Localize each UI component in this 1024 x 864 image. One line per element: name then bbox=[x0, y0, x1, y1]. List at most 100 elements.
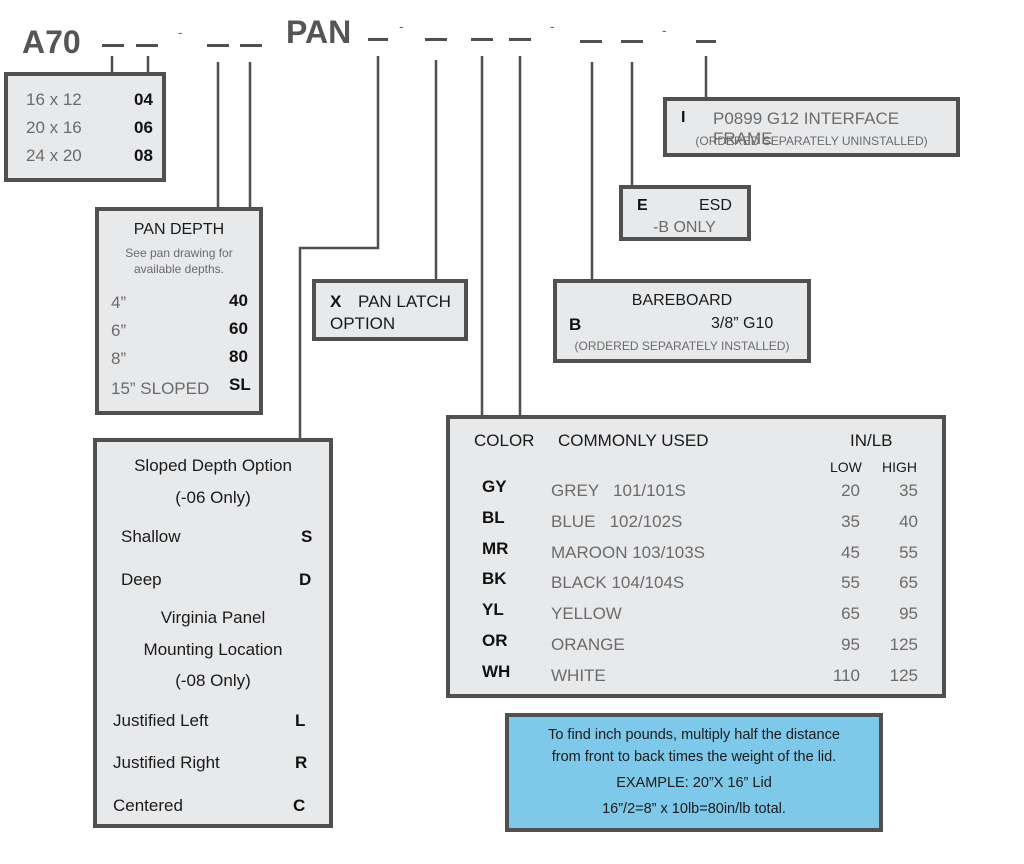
esd-code: E bbox=[637, 197, 648, 214]
part-pan: PAN bbox=[286, 14, 352, 50]
pan-depth-note: See pan drawing for available depths. bbox=[125, 246, 233, 276]
sloped-title: Sloped Depth Option bbox=[134, 456, 292, 475]
separator: - bbox=[662, 22, 667, 38]
low-value: 55 bbox=[841, 573, 860, 593]
dash bbox=[621, 40, 643, 43]
bareboard-title: BAREBOARD bbox=[631, 292, 733, 309]
size-label: 24 x 20 bbox=[26, 146, 82, 165]
dash bbox=[368, 38, 388, 41]
latch-box: X PAN LATCH OPTION bbox=[312, 279, 468, 341]
size-code: 08 bbox=[134, 146, 153, 165]
color-code: BK bbox=[482, 569, 507, 589]
dash bbox=[696, 40, 716, 43]
note-line: To find inch pounds, multiply half the d… bbox=[548, 727, 840, 743]
low-value: 95 bbox=[841, 635, 860, 654]
interface-label: P0899 G12 INTERFACE FRAME bbox=[713, 109, 900, 148]
mount-label: Centered bbox=[113, 796, 183, 815]
inlb-header: IN/LB bbox=[850, 431, 893, 450]
interface-note: (ORDERED SEPARATELY UNINSTALLED) bbox=[695, 134, 928, 148]
sloped-label: Deep bbox=[121, 570, 162, 589]
note-line: 16”/2=8” x 10lb=80in/lb total. bbox=[602, 801, 786, 817]
color-name: WHITE bbox=[551, 665, 606, 685]
bareboard-note: (ORDERED SEPARATELY INSTALLED) bbox=[574, 339, 790, 353]
high-value: 125 bbox=[889, 665, 918, 685]
color-code: OR bbox=[482, 631, 508, 650]
latch-label: OPTION bbox=[330, 314, 396, 333]
bareboard-code: B bbox=[569, 315, 582, 334]
dash bbox=[207, 44, 229, 47]
size-label: 20 x 16 bbox=[26, 118, 82, 137]
mount-code: L bbox=[295, 711, 306, 730]
depth-code: 80 bbox=[229, 347, 248, 366]
separator: - bbox=[178, 24, 183, 40]
depth-label: 6” bbox=[111, 321, 127, 340]
pan-depth-box: PAN DEPTH See pan drawing for available … bbox=[95, 207, 263, 415]
part-prefix: A70 bbox=[22, 24, 81, 60]
mount-label: Justified Right bbox=[113, 753, 220, 772]
color-code: YL bbox=[482, 600, 504, 620]
depth-label: 8” bbox=[111, 349, 127, 368]
color-code: GY bbox=[482, 477, 507, 496]
dash bbox=[102, 44, 124, 47]
depth-code: 40 bbox=[229, 291, 248, 310]
bareboard-box: BAREBOARD B 3/8” G10 (ORDERED SEPARATELY… bbox=[553, 279, 811, 363]
color-header: COLOR bbox=[474, 431, 535, 450]
sloped-code: D bbox=[299, 570, 312, 589]
high-value: 40 bbox=[899, 511, 918, 531]
latch-label: PAN LATCH bbox=[358, 292, 451, 311]
mount-label: Justified Left bbox=[113, 711, 209, 730]
color-code: WH bbox=[482, 661, 511, 681]
sloped-subtitle: (-06 Only) bbox=[175, 488, 251, 507]
dash bbox=[240, 44, 262, 47]
esd-label: ESD bbox=[699, 197, 732, 214]
note-line: EXAMPLE: 20”X 16” Lid bbox=[616, 775, 772, 791]
low-value: 45 bbox=[841, 542, 860, 562]
bareboard-spec: 3/8” G10 bbox=[711, 315, 774, 332]
esd-note: -B ONLY bbox=[653, 219, 716, 236]
high-value: 35 bbox=[899, 481, 918, 500]
low-value: 35 bbox=[841, 511, 860, 531]
mount-title: Mounting Location bbox=[143, 640, 283, 659]
high-value: 65 bbox=[899, 573, 918, 593]
note-box: To find inch pounds, multiply half the d… bbox=[505, 713, 883, 832]
low-value: 110 bbox=[832, 665, 860, 685]
latch-code: X bbox=[330, 292, 342, 311]
mount-code: R bbox=[295, 753, 308, 772]
size-box: 16 x 12 04 20 x 16 06 24 x 20 08 bbox=[4, 72, 166, 182]
low-header: LOW bbox=[830, 459, 862, 475]
color-name: ORANGE bbox=[551, 635, 625, 654]
depth-label: 15” SLOPED bbox=[111, 379, 210, 398]
dash bbox=[136, 44, 158, 47]
esd-box: E ESD -B ONLY bbox=[619, 185, 751, 241]
depth-code: 60 bbox=[229, 319, 248, 338]
size-code: 06 bbox=[134, 118, 153, 137]
depth-label: 4” bbox=[111, 293, 127, 312]
size-label: 16 x 12 bbox=[26, 90, 82, 109]
color-name: BLACK 104/104S bbox=[551, 573, 685, 593]
color-name: YELLOW bbox=[551, 604, 622, 624]
mount-code: C bbox=[293, 796, 306, 815]
low-value: 20 bbox=[841, 481, 860, 500]
separator: - bbox=[550, 18, 555, 34]
separator: - bbox=[399, 18, 404, 34]
depth-code: SL bbox=[229, 375, 251, 394]
color-code: MR bbox=[482, 538, 509, 558]
sloped-mounting-box: Sloped Depth Option (-06 Only) Shallow S… bbox=[93, 438, 333, 828]
interface-box: I P0899 G12 INTERFACE FRAME (ORDERED SEP… bbox=[663, 97, 960, 157]
interface-code: I bbox=[681, 109, 686, 126]
dash bbox=[509, 38, 531, 41]
color-code: BL bbox=[482, 507, 505, 527]
low-value: 65 bbox=[841, 604, 860, 624]
pan-depth-title: PAN DEPTH bbox=[133, 221, 225, 238]
mount-title: Virginia Panel bbox=[160, 608, 266, 627]
common-header: COMMONLY USED bbox=[558, 431, 709, 450]
size-code: 04 bbox=[134, 90, 153, 109]
dash bbox=[580, 40, 602, 43]
high-value: 95 bbox=[899, 604, 918, 624]
sloped-label: Shallow bbox=[121, 527, 181, 546]
high-value: 125 bbox=[889, 635, 918, 654]
dash bbox=[471, 38, 493, 41]
mount-subtitle: (-08 Only) bbox=[175, 671, 251, 690]
